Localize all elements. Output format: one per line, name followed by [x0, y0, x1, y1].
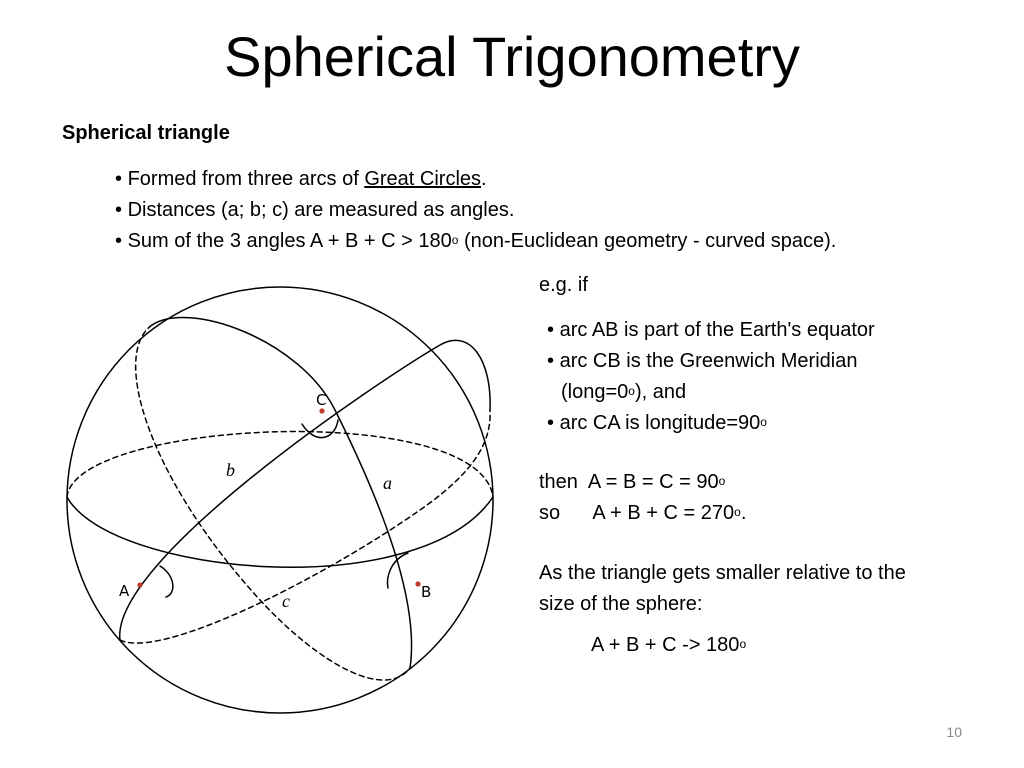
degree-superscript: o: [734, 505, 741, 519]
vertex-b-dot: [415, 581, 421, 587]
vertex-a-dot: [137, 582, 143, 588]
page-number: 10: [946, 724, 962, 740]
so-line: so A + B + C = 270o.: [539, 498, 906, 529]
angle-c-arc: [301, 419, 339, 439]
vertex-c-label: C: [316, 391, 326, 409]
bullet-item-distances: • Distances (a; b; c) are measured as an…: [115, 195, 836, 226]
example-item-meridian: • arc CB is the Greenwich Meridian: [539, 346, 906, 377]
vertex-a-label: A: [119, 582, 130, 600]
bullet-text: Distances (a; b; c) are measured as angl…: [127, 199, 515, 221]
example-item-text: arc AB is part of the Earth's equator: [559, 319, 875, 341]
sphere-outline: [66, 286, 494, 714]
bullet-item-great-circles: • Formed from three arcs of Great Circle…: [115, 164, 836, 195]
conclusion-line-2: size of the sphere:: [539, 593, 703, 615]
example-item-text-end: ), and: [634, 381, 687, 403]
example-item-text: (long=0: [561, 381, 629, 403]
bullet-glyph: •: [547, 319, 555, 341]
degree-superscript: o: [628, 384, 635, 398]
degree-superscript: o: [739, 637, 747, 651]
limit-formula: A + B + C -> 180o: [539, 630, 906, 661]
so-text-end: .: [740, 502, 747, 524]
great-circle-cb-front: [151, 316, 413, 669]
so-text: so A + B + C = 270: [539, 502, 735, 524]
great-circles-link[interactable]: Great Circles: [364, 168, 482, 190]
angle-a-arc: [159, 565, 174, 598]
example-item-text: arc CB is the Greenwich Meridian: [559, 350, 858, 372]
bullet-text: Sum of the 3 angles A + B + C > 180: [127, 230, 452, 252]
bullet-text: Formed from three arcs of: [127, 168, 365, 190]
example-item-text: arc CA is longitude=90: [559, 412, 761, 434]
side-b-label: b: [226, 460, 235, 480]
example-intro: e.g. if: [539, 274, 588, 296]
side-c-label: c: [282, 591, 290, 611]
bullet-list: • Formed from three arcs of Great Circle…: [115, 164, 836, 257]
equator-back-arc: [66, 430, 494, 498]
bullet-glyph: •: [547, 350, 555, 372]
vertex-b-label: B: [421, 583, 431, 601]
great-circle-ac-back: [119, 409, 491, 644]
slide-title: Spherical Trigonometry: [224, 25, 800, 88]
then-text: then A = B = C = 90: [539, 471, 719, 493]
side-a-label: a: [383, 473, 392, 493]
example-item-equator: • arc AB is part of the Earth's equator: [539, 315, 906, 346]
bullet-item-angle-sum: • Sum of the 3 angles A + B + C > 180o (…: [115, 226, 836, 257]
great-circle-cb-back: [134, 324, 411, 681]
degree-superscript: o: [760, 415, 767, 429]
bullet-glyph: •: [115, 168, 123, 190]
bullet-glyph: •: [115, 199, 123, 221]
great-circle-ac-front: [119, 339, 491, 641]
angle-b-arc: [386, 552, 409, 589]
then-line: then A = B = C = 90o: [539, 467, 906, 498]
bullet-text-end: (non-Euclidean geometry - curved space).: [458, 230, 837, 252]
conclusion-line-1: As the triangle gets smaller relative to…: [539, 562, 906, 584]
section-heading: Spherical triangle: [62, 122, 230, 144]
example-item-meridian-cont: (long=0o), and: [539, 377, 906, 408]
bullet-glyph: •: [115, 230, 123, 252]
formula-text: A + B + C -> 180: [591, 634, 740, 656]
vertex-c-dot: [319, 408, 325, 414]
degree-superscript: o: [718, 474, 726, 488]
example-item-longitude: • arc CA is longitude=90o: [539, 408, 906, 439]
bullet-text-end: .: [481, 168, 487, 190]
example-panel: e.g. if • arc AB is part of the Earth's …: [539, 270, 906, 661]
degree-superscript: o: [451, 233, 459, 247]
bullet-glyph: •: [547, 412, 555, 434]
equator-front-arc: [66, 496, 494, 568]
